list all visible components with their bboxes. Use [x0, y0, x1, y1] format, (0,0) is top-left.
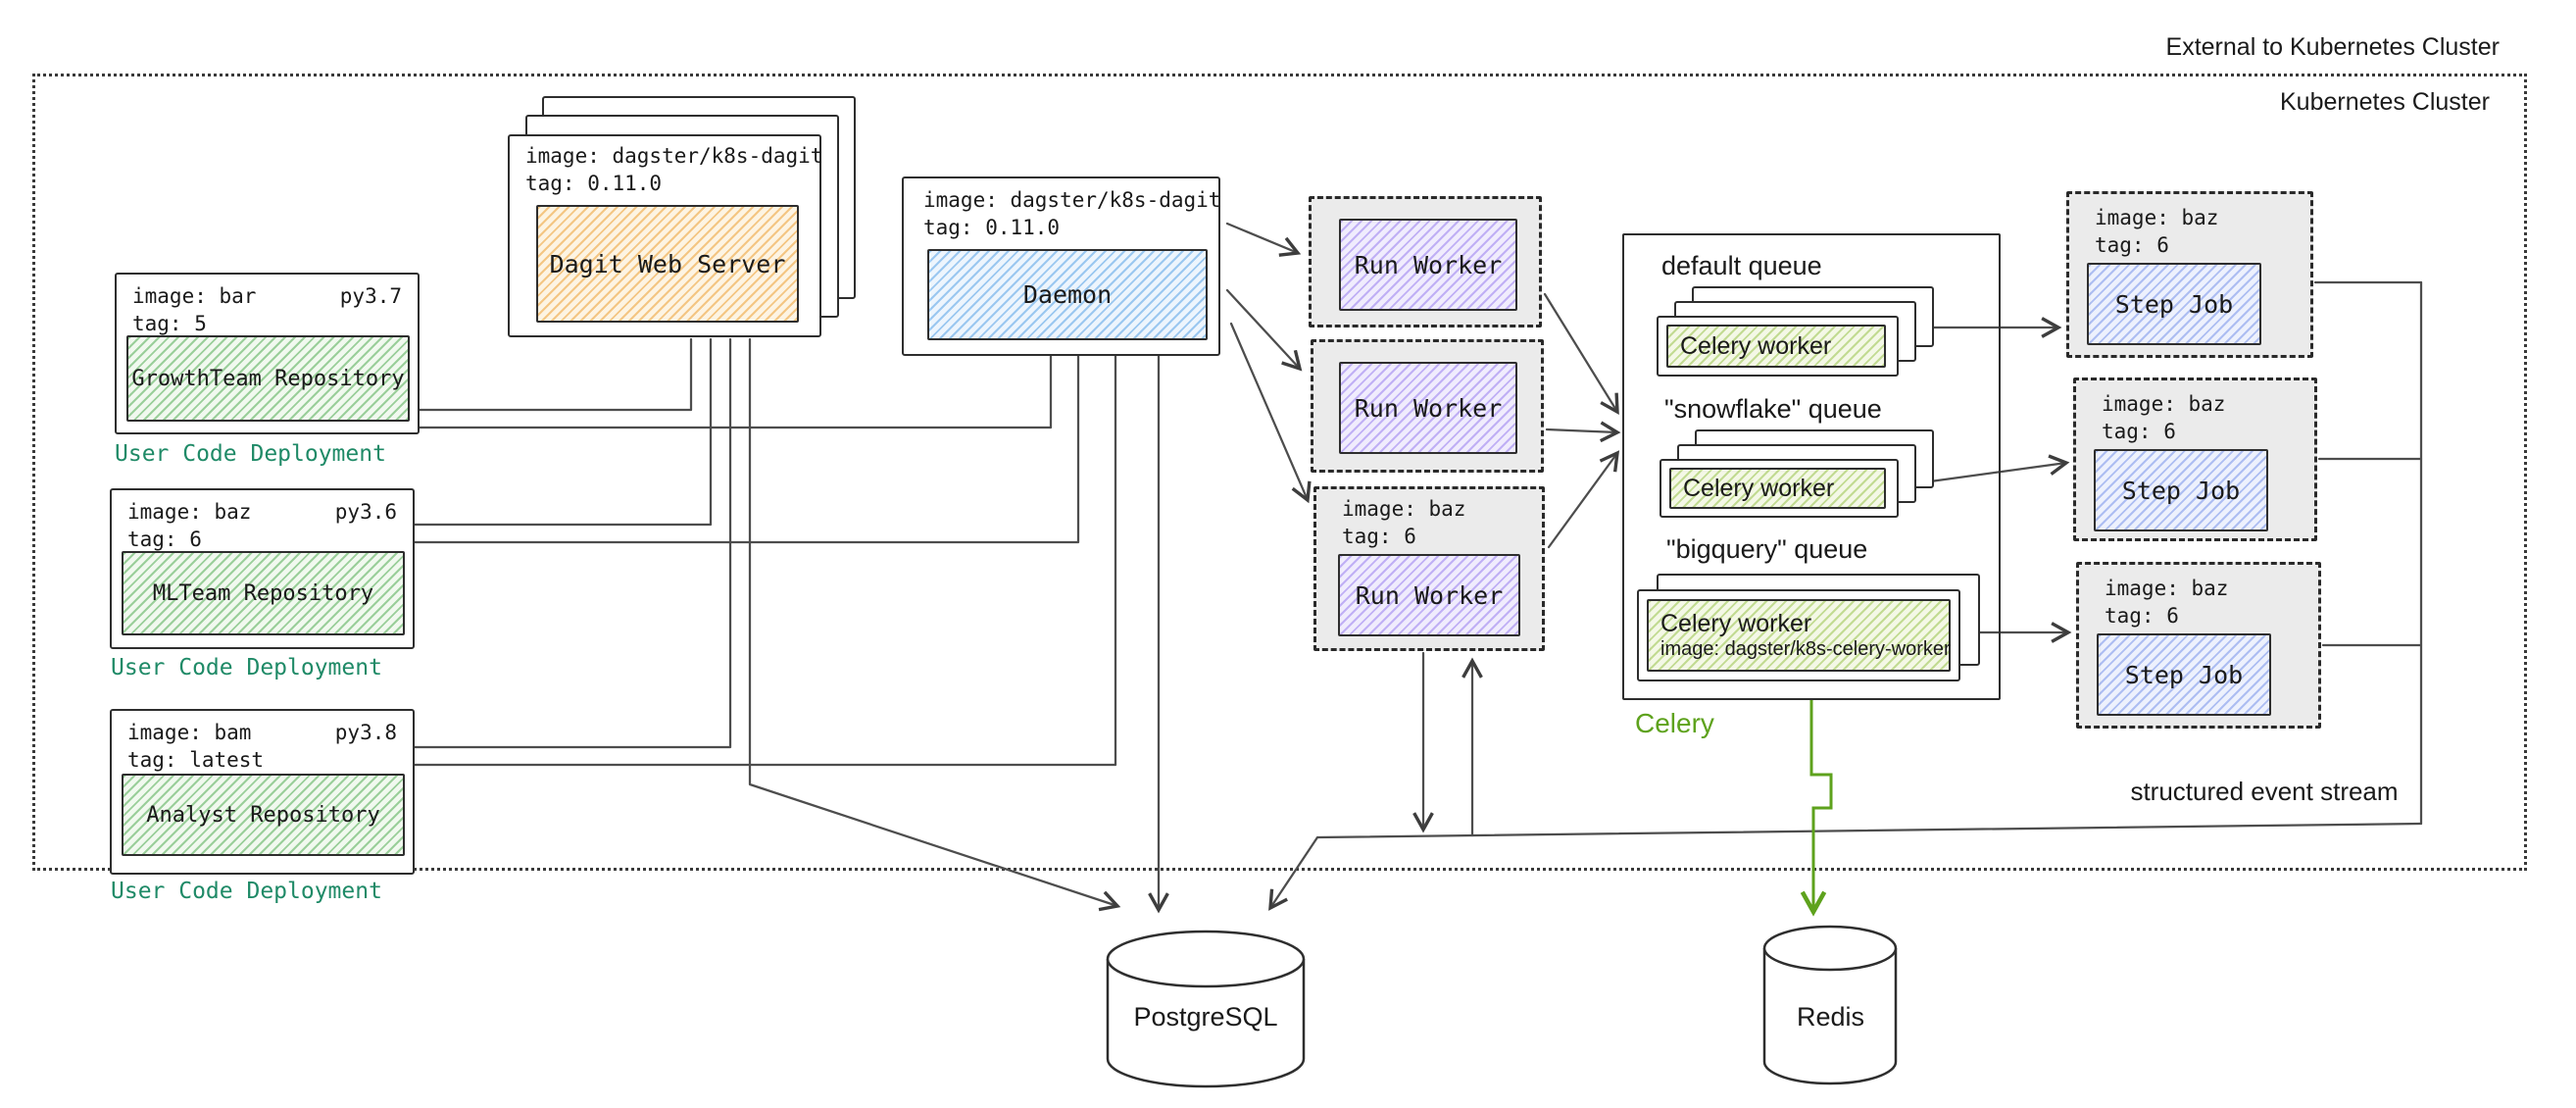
step-job-3-tag-text: tag: 6	[2105, 604, 2179, 628]
wire-repo1-daemon	[418, 354, 1053, 429]
dagit-image-text: image: dagster/k8s-dagit	[525, 144, 823, 168]
kubernetes-cluster-boundary	[32, 74, 2527, 871]
repo1-repository-label: GrowthTeam Repository	[131, 366, 405, 391]
run-worker-3-tag-text: tag: 6	[1342, 525, 1416, 548]
step-job-2-image-text: image: baz	[2102, 392, 2226, 416]
run-worker-pod-2: Run Worker	[1311, 339, 1544, 473]
step-job-3-image-text: image: baz	[2105, 577, 2229, 600]
run-worker-pod-3: image: baz tag: 6 Run Worker	[1313, 486, 1545, 651]
user-code-deployment-caption-3: User Code Deployment	[111, 879, 382, 904]
user-code-deployment-caption-1: User Code Deployment	[115, 441, 386, 467]
step-job-1-tag-text: tag: 6	[2095, 233, 2169, 257]
snowflake-queue-worker-card: Celery worker	[1660, 459, 1899, 518]
run-worker-2-label: Run Worker	[1354, 393, 1503, 423]
redis-cylinder	[1762, 948, 1898, 1085]
wire-repo1-dagit	[418, 337, 693, 412]
repo1-tag-text: tag: 5	[132, 312, 207, 335]
repo2-python-text: py3.6	[334, 500, 397, 524]
bigquery-queue-worker-label: Celery worker	[1660, 610, 1812, 637]
run-worker-1-label: Run Worker	[1354, 250, 1503, 279]
default-queue-worker-card: Celery worker	[1657, 316, 1899, 377]
redis-label: Redis	[1796, 1002, 1865, 1032]
run-worker-pod-1: Run Worker	[1309, 196, 1542, 327]
step-job-2-label: Step Job	[2121, 476, 2241, 505]
repo3-repository-label: Analyst Repository	[146, 802, 380, 828]
run-worker-3-box: Run Worker	[1338, 554, 1520, 636]
arrow-daemon-runworker2	[1225, 288, 1303, 372]
postgres-label: PostgreSQL	[1133, 1002, 1278, 1032]
celery-container	[1622, 233, 2001, 700]
arrow-runworker2-celery	[1545, 421, 1621, 443]
run-worker-2-box: Run Worker	[1339, 362, 1517, 454]
daemon-image-text: image: dagster/k8s-dagit	[923, 188, 1221, 212]
postgres-cylinder	[1106, 959, 1306, 1088]
redis-cylinder-top	[1762, 925, 1898, 972]
daemon-box: Daemon	[927, 249, 1208, 340]
repo3-repository-box: Analyst Repository	[122, 774, 405, 856]
step-job-1-box: Step Job	[2087, 263, 2261, 345]
dagit-label: Dagit Web Server	[549, 249, 786, 278]
wire-celery-redis	[1811, 700, 1833, 912]
arrow-runworker3-celery	[1547, 450, 1620, 549]
step-job-2-tag-text: tag: 6	[2102, 420, 2176, 443]
structured-event-stream-label: structured event stream	[2130, 777, 2399, 806]
snowflake-queue-worker-box: Celery worker	[1669, 468, 1886, 509]
repo1-python-text: py3.7	[339, 284, 402, 308]
kubernetes-cluster-label: Kubernetes Cluster	[2279, 88, 2490, 116]
arrow-daemon-runworker1	[1225, 222, 1302, 257]
repo1-repository-box: GrowthTeam Repository	[126, 335, 410, 422]
arrow-snowflakequeue-stepjob2	[1921, 454, 2070, 484]
run-worker-3-image-text: image: baz	[1342, 497, 1466, 521]
bigquery-queue-label: "bigquery" queue	[1666, 534, 1868, 564]
step-job-3-box: Step Job	[2097, 633, 2271, 716]
step-job-pod-3: image: baz tag: 6 Step Job	[2076, 562, 2321, 729]
snowflake-queue-worker-label: Celery worker	[1683, 474, 1835, 502]
step-job-2-box: Step Job	[2094, 449, 2268, 531]
bigquery-queue-worker-card: Celery worker image: dagster/k8s-celery-…	[1637, 589, 1960, 681]
step-job-1-image-text: image: baz	[2095, 206, 2219, 229]
step-job-1-label: Step Job	[2114, 289, 2234, 319]
wire-event-stream-postgres	[1268, 822, 2423, 911]
daemon-label: Daemon	[1022, 280, 1113, 309]
wire-repo3-daemon	[413, 354, 1117, 767]
user-code-deployment-card-3: image: bam py3.8 tag: latest Analyst Rep…	[110, 709, 415, 875]
default-queue-worker-box: Celery worker	[1666, 325, 1886, 368]
dagit-card: image: dagster/k8s-dagit tag: 0.11.0 Dag…	[508, 134, 823, 337]
celery-caption: Celery	[1635, 708, 1714, 738]
user-code-deployment-card-1: image: bar py3.7 tag: 5 GrowthTeam Repos…	[115, 273, 420, 434]
postgres-cylinder-top	[1106, 930, 1306, 988]
external-cluster-label: External to Kubernetes Cluster	[2165, 33, 2500, 61]
repo3-python-text: py3.8	[334, 721, 397, 744]
repo2-repository-box: MLTeam Repository	[122, 551, 405, 635]
run-worker-1-box: Run Worker	[1339, 219, 1517, 311]
step-job-3-label: Step Job	[2124, 660, 2244, 689]
bigquery-queue-worker-box: Celery worker image: dagster/k8s-celery-…	[1647, 599, 1951, 672]
bigquery-queue-worker-image: image: dagster/k8s-celery-worker	[1660, 638, 1951, 660]
daemon-tag-text: tag: 0.11.0	[923, 216, 1061, 239]
step-job-pod-2: image: baz tag: 6 Step Job	[2073, 378, 2317, 541]
repo1-image-text: image: bar	[132, 284, 257, 308]
wire-repo2-daemon	[413, 354, 1080, 544]
run-worker-3-label: Run Worker	[1355, 580, 1504, 610]
arrow-runworker1-celery	[1543, 292, 1619, 415]
dagit-box: Dagit Web Server	[536, 205, 799, 323]
dagit-tag-text: tag: 0.11.0	[525, 172, 663, 195]
repo3-tag-text: tag: latest	[127, 748, 265, 772]
arrow-daemon-runworker3	[1229, 322, 1312, 504]
snowflake-queue-label: "snowflake" queue	[1664, 394, 1882, 424]
wire-repo3-dagit	[413, 337, 732, 749]
repo3-image-text: image: bam	[127, 721, 252, 744]
wire-repo2-dagit	[413, 337, 713, 527]
default-queue-label: default queue	[1661, 251, 1822, 280]
daemon-card: image: dagster/k8s-dagit tag: 0.11.0 Dae…	[902, 176, 1220, 356]
repo2-repository-label: MLTeam Repository	[152, 580, 374, 606]
wire-dagit-postgres	[748, 337, 1121, 912]
user-code-deployment-card-2: image: baz py3.6 tag: 6 MLTeam Repositor…	[110, 488, 415, 649]
step-job-pod-1: image: baz tag: 6 Step Job	[2066, 191, 2313, 358]
repo2-tag-text: tag: 6	[127, 528, 202, 551]
default-queue-worker-label: Celery worker	[1680, 331, 1832, 360]
user-code-deployment-caption-2: User Code Deployment	[111, 655, 382, 680]
repo2-image-text: image: baz	[127, 500, 252, 524]
